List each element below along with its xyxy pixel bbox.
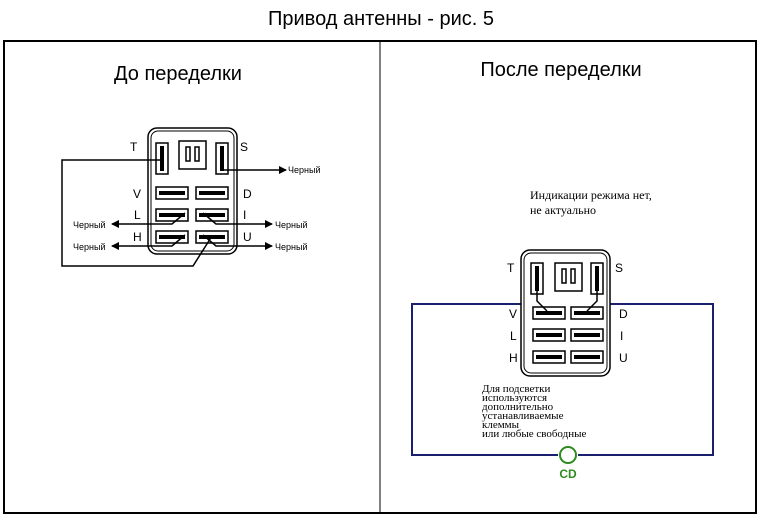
wire-label-u: Черный (275, 242, 307, 252)
figure-title: Привод антенны - рис. 5 (268, 8, 494, 30)
wire-label-h: Черный (73, 242, 105, 252)
backlight-circuit-box (411, 303, 714, 456)
wire-h-out (111, 234, 186, 250)
svg-text:дополнительно: дополнительно (482, 401, 554, 413)
right-pin-d: D (619, 307, 628, 321)
svg-text:клеммы: клеммы (482, 419, 520, 431)
right-heading: После переделки (480, 59, 641, 81)
right-connector (520, 249, 611, 377)
right-panel: После переделки Индикации режима нет, не… (411, 59, 714, 481)
backlight-note: Для подсветки используются дополнительно… (482, 383, 586, 440)
note-line-1: Индикации режима нет, (530, 188, 652, 202)
jumper-s-d (586, 291, 598, 312)
pin-d-slot (195, 186, 229, 200)
svg-text:или любые свободные: или любые свободные (482, 428, 586, 440)
wire-u-out (202, 234, 273, 250)
right-pin-s: S (615, 261, 623, 275)
left-pin-i: I (243, 208, 246, 222)
left-pin-s: S (240, 140, 248, 154)
left-panel: До переделки (61, 63, 320, 267)
r-pin-i-slot (570, 328, 604, 342)
svg-text:устанавливаемые: устанавливаемые (482, 410, 564, 422)
note-line-2: не актуально (530, 203, 596, 217)
left-pin-v: V (133, 187, 141, 201)
wire-label-i: Черный (275, 220, 307, 230)
r-pin-l-slot (532, 328, 566, 342)
wire-i-out (202, 212, 273, 228)
left-heading: До переделки (114, 63, 242, 85)
cd-terminal-icon (559, 446, 577, 464)
pin-h-slot (155, 230, 189, 244)
right-pin-i: I (620, 329, 623, 343)
r-pin-d-slot (570, 306, 604, 320)
r-pin-v-slot (532, 306, 566, 320)
svg-text:используются: используются (482, 392, 547, 404)
right-pin-h: H (509, 351, 518, 365)
left-pin-d: D (243, 187, 252, 201)
right-pin-u: U (619, 351, 628, 365)
right-pin-l: L (510, 329, 517, 343)
left-pin-l: L (134, 208, 141, 222)
left-pin-t: T (130, 140, 138, 154)
svg-text:Для подсветки: Для подсветки (482, 383, 551, 395)
cd-label: CD (559, 467, 577, 481)
left-pin-u: U (243, 230, 252, 244)
wire-label-s: Черный (288, 165, 320, 175)
wire-t-loop (61, 159, 213, 267)
right-pin-v: V (509, 307, 517, 321)
r-pin-h-slot (532, 350, 566, 364)
wire-label-l: Черный (73, 220, 105, 230)
pin-l-slot (155, 208, 189, 222)
jumper-t-v (536, 291, 548, 312)
wire-l-out (111, 212, 186, 228)
pin-t-slot (155, 142, 169, 175)
pin-v-slot (155, 186, 189, 200)
right-pin-t: T (507, 261, 515, 275)
pin-s-slot (215, 142, 229, 175)
r-pin-u-slot (570, 350, 604, 364)
left-pin-h: H (133, 230, 142, 244)
left-wires (61, 159, 287, 267)
left-connector (147, 127, 238, 255)
